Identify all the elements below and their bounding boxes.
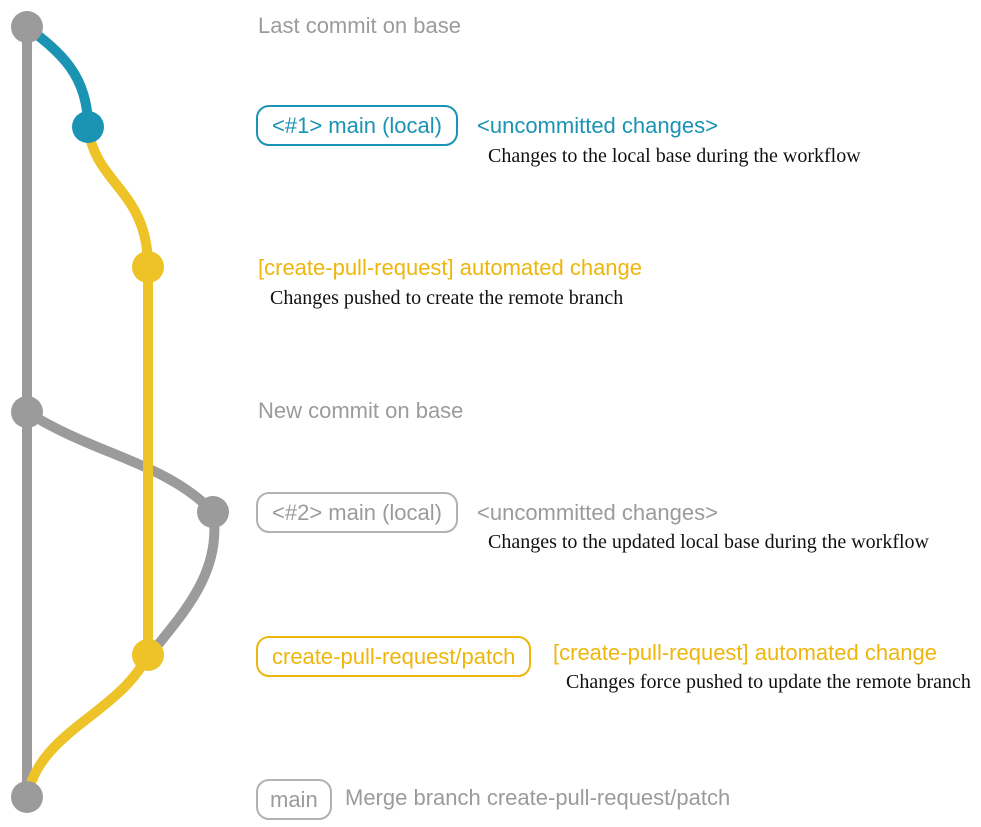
label-last-commit-on-base: Last commit on base <box>258 13 461 38</box>
branch-label-main-local-2: <#2> main (local) <box>256 492 458 533</box>
commit-node-merge-commit <box>11 781 43 813</box>
branch-edge-local-main-curve <box>23 23 93 128</box>
caption-push-create-remote-branch: Changes pushed to create the remote bran… <box>270 287 624 309</box>
branch-edge-merge-curve <box>22 652 153 799</box>
commit-node-main-local-1 <box>72 111 104 143</box>
commit-node-automated-change-1 <box>132 251 164 283</box>
branch-edge-base-update-curve <box>24 407 217 516</box>
caption-force-push-update-remote-branch: Changes force pushed to update the remot… <box>566 671 971 693</box>
heading-automated-change-1: [create-pull-request] automated change <box>258 255 643 280</box>
commit-node-automated-change-2 <box>132 639 164 671</box>
commit-node-new-commit-on-base <box>11 396 43 428</box>
branch-edge-pr-branch-out-curve <box>83 126 153 268</box>
heading-merge-branch: Merge branch create-pull-request/patch <box>345 785 731 810</box>
commit-node-main-local-2 <box>197 496 229 528</box>
branch-label-main-local-1: <#1> main (local) <box>256 105 458 146</box>
caption-updated-local-base-changes: Changes to the updated local base during… <box>488 531 929 553</box>
heading-uncommitted-changes-2: <uncommitted changes> <box>477 500 718 525</box>
heading-uncommitted-changes-1: <uncommitted changes> <box>477 113 718 138</box>
branch-label-create-pull-request-patch: create-pull-request/patch <box>256 636 532 677</box>
branch-edge-rebase-curve <box>146 511 220 659</box>
caption-local-base-changes: Changes to the local base during the wor… <box>488 145 861 167</box>
commit-node-last-commit-on-base <box>11 11 43 43</box>
label-new-commit-on-base: New commit on base <box>258 398 464 423</box>
heading-automated-change-2: [create-pull-request] automated change <box>553 640 938 665</box>
branch-label-main: main <box>256 779 332 820</box>
